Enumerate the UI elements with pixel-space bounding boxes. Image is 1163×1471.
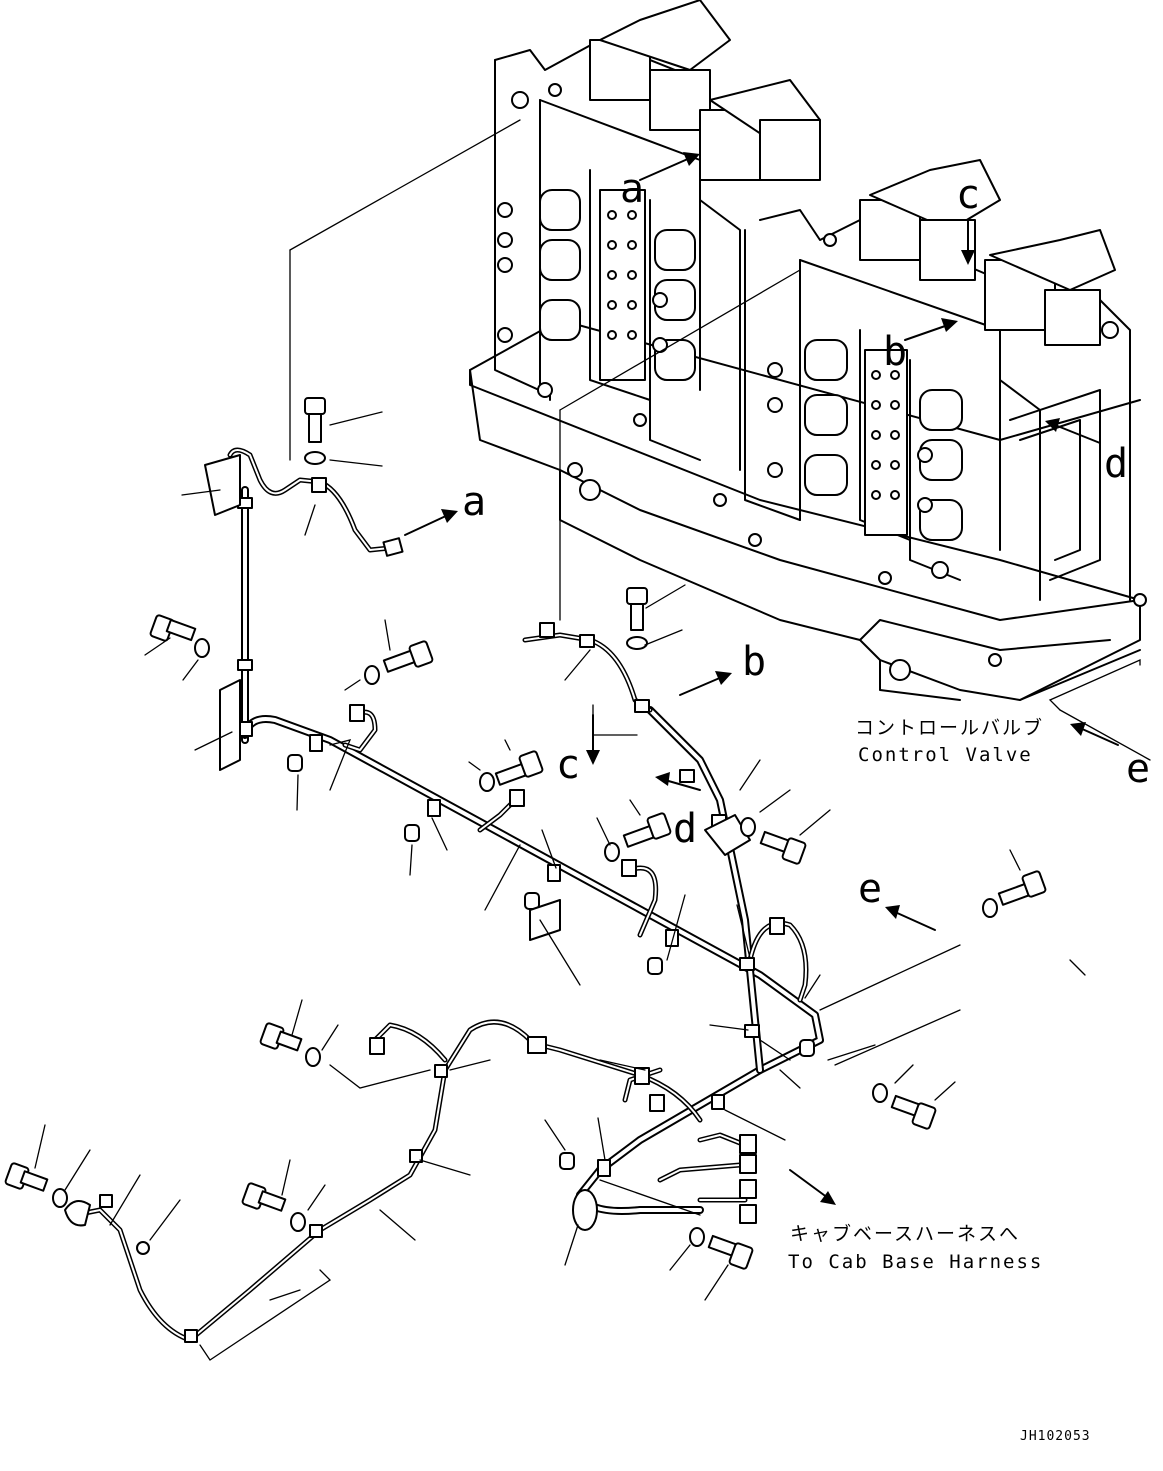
- ref-label-c-left: c: [556, 742, 580, 788]
- right-pilot-valves: [823, 159, 1119, 346]
- right-solenoids: [767, 339, 963, 579]
- arrow-d-left: [655, 772, 701, 791]
- bolt: [626, 587, 648, 631]
- arrow-a-left: [404, 509, 458, 536]
- connectors: [64, 537, 815, 1231]
- ref-label-d-top: d: [1104, 441, 1128, 487]
- control-valve-assembly: [469, 0, 1147, 701]
- control-valve-caption-en: Control Valve: [858, 744, 1033, 766]
- control-valve-caption-jp: コントロールバルブ: [855, 716, 1044, 739]
- bolt: [149, 614, 197, 642]
- bolt: [997, 870, 1047, 906]
- bolt: [494, 750, 544, 786]
- ref-label-e-left: e: [858, 866, 882, 912]
- left-pilot-valves: [511, 0, 821, 181]
- ref-label-c-top: c: [956, 172, 980, 218]
- harness-clamps: [99, 477, 760, 1343]
- ref-label-b-left: b: [742, 639, 766, 685]
- bolt: [241, 1182, 287, 1212]
- bolt: [759, 830, 807, 865]
- bolts-and-washers: [4, 397, 1047, 1270]
- ref-label-e-right: e: [1126, 746, 1150, 792]
- arrow-d-right: [1045, 418, 1101, 444]
- reference-labels: a c b d a b c d e e: [462, 166, 1150, 912]
- cab-harness-caption-en: To Cab Base Harness: [788, 1251, 1043, 1273]
- ref-label-a-top: a: [620, 166, 644, 212]
- base-bolts: [537, 382, 1147, 681]
- right-block-solenoid-face: [864, 349, 908, 536]
- drawing-code: JH102053: [1020, 1429, 1091, 1444]
- bolt: [707, 1234, 754, 1270]
- bolt: [890, 1094, 937, 1130]
- captions: コントロールバルブ Control Valve キャブベースハーネスへ To C…: [788, 716, 1044, 1273]
- leader-lines: [34, 119, 1151, 1361]
- arrow-b-left: [679, 671, 732, 696]
- arrow-cab-base: [789, 1169, 836, 1205]
- left-solenoids: [497, 189, 696, 381]
- arrow-b-top: [904, 318, 958, 341]
- arrow-e-left: [885, 905, 936, 931]
- bolt: [622, 812, 672, 848]
- ref-label-b-top: b: [883, 329, 907, 375]
- arrow-c-top: [961, 219, 975, 265]
- arrow-c-left: [586, 714, 600, 765]
- bolt: [382, 640, 434, 673]
- bolt: [304, 397, 326, 443]
- arrow-a-top: [639, 152, 700, 181]
- bolt: [4, 1162, 49, 1192]
- tag-plates: [204, 454, 751, 941]
- arrows: [404, 152, 1119, 1205]
- bolt: [259, 1022, 303, 1052]
- left-block-solenoid-face: [599, 189, 646, 381]
- cab-harness-caption-jp: キャブベースハーネスへ: [790, 1222, 1020, 1245]
- arrow-e-right: [1070, 722, 1119, 746]
- ref-label-a-left: a: [462, 479, 486, 525]
- ref-label-d-left: d: [673, 806, 697, 852]
